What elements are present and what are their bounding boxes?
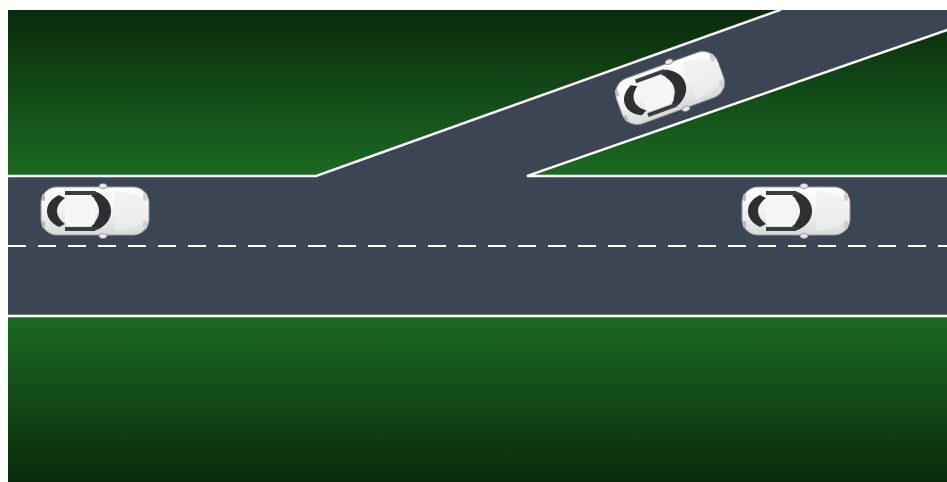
car-right-body [742, 184, 850, 239]
car-right [742, 184, 850, 239]
grass-bottom [8, 316, 947, 482]
car-left-body [41, 184, 149, 239]
car-left [41, 184, 149, 239]
